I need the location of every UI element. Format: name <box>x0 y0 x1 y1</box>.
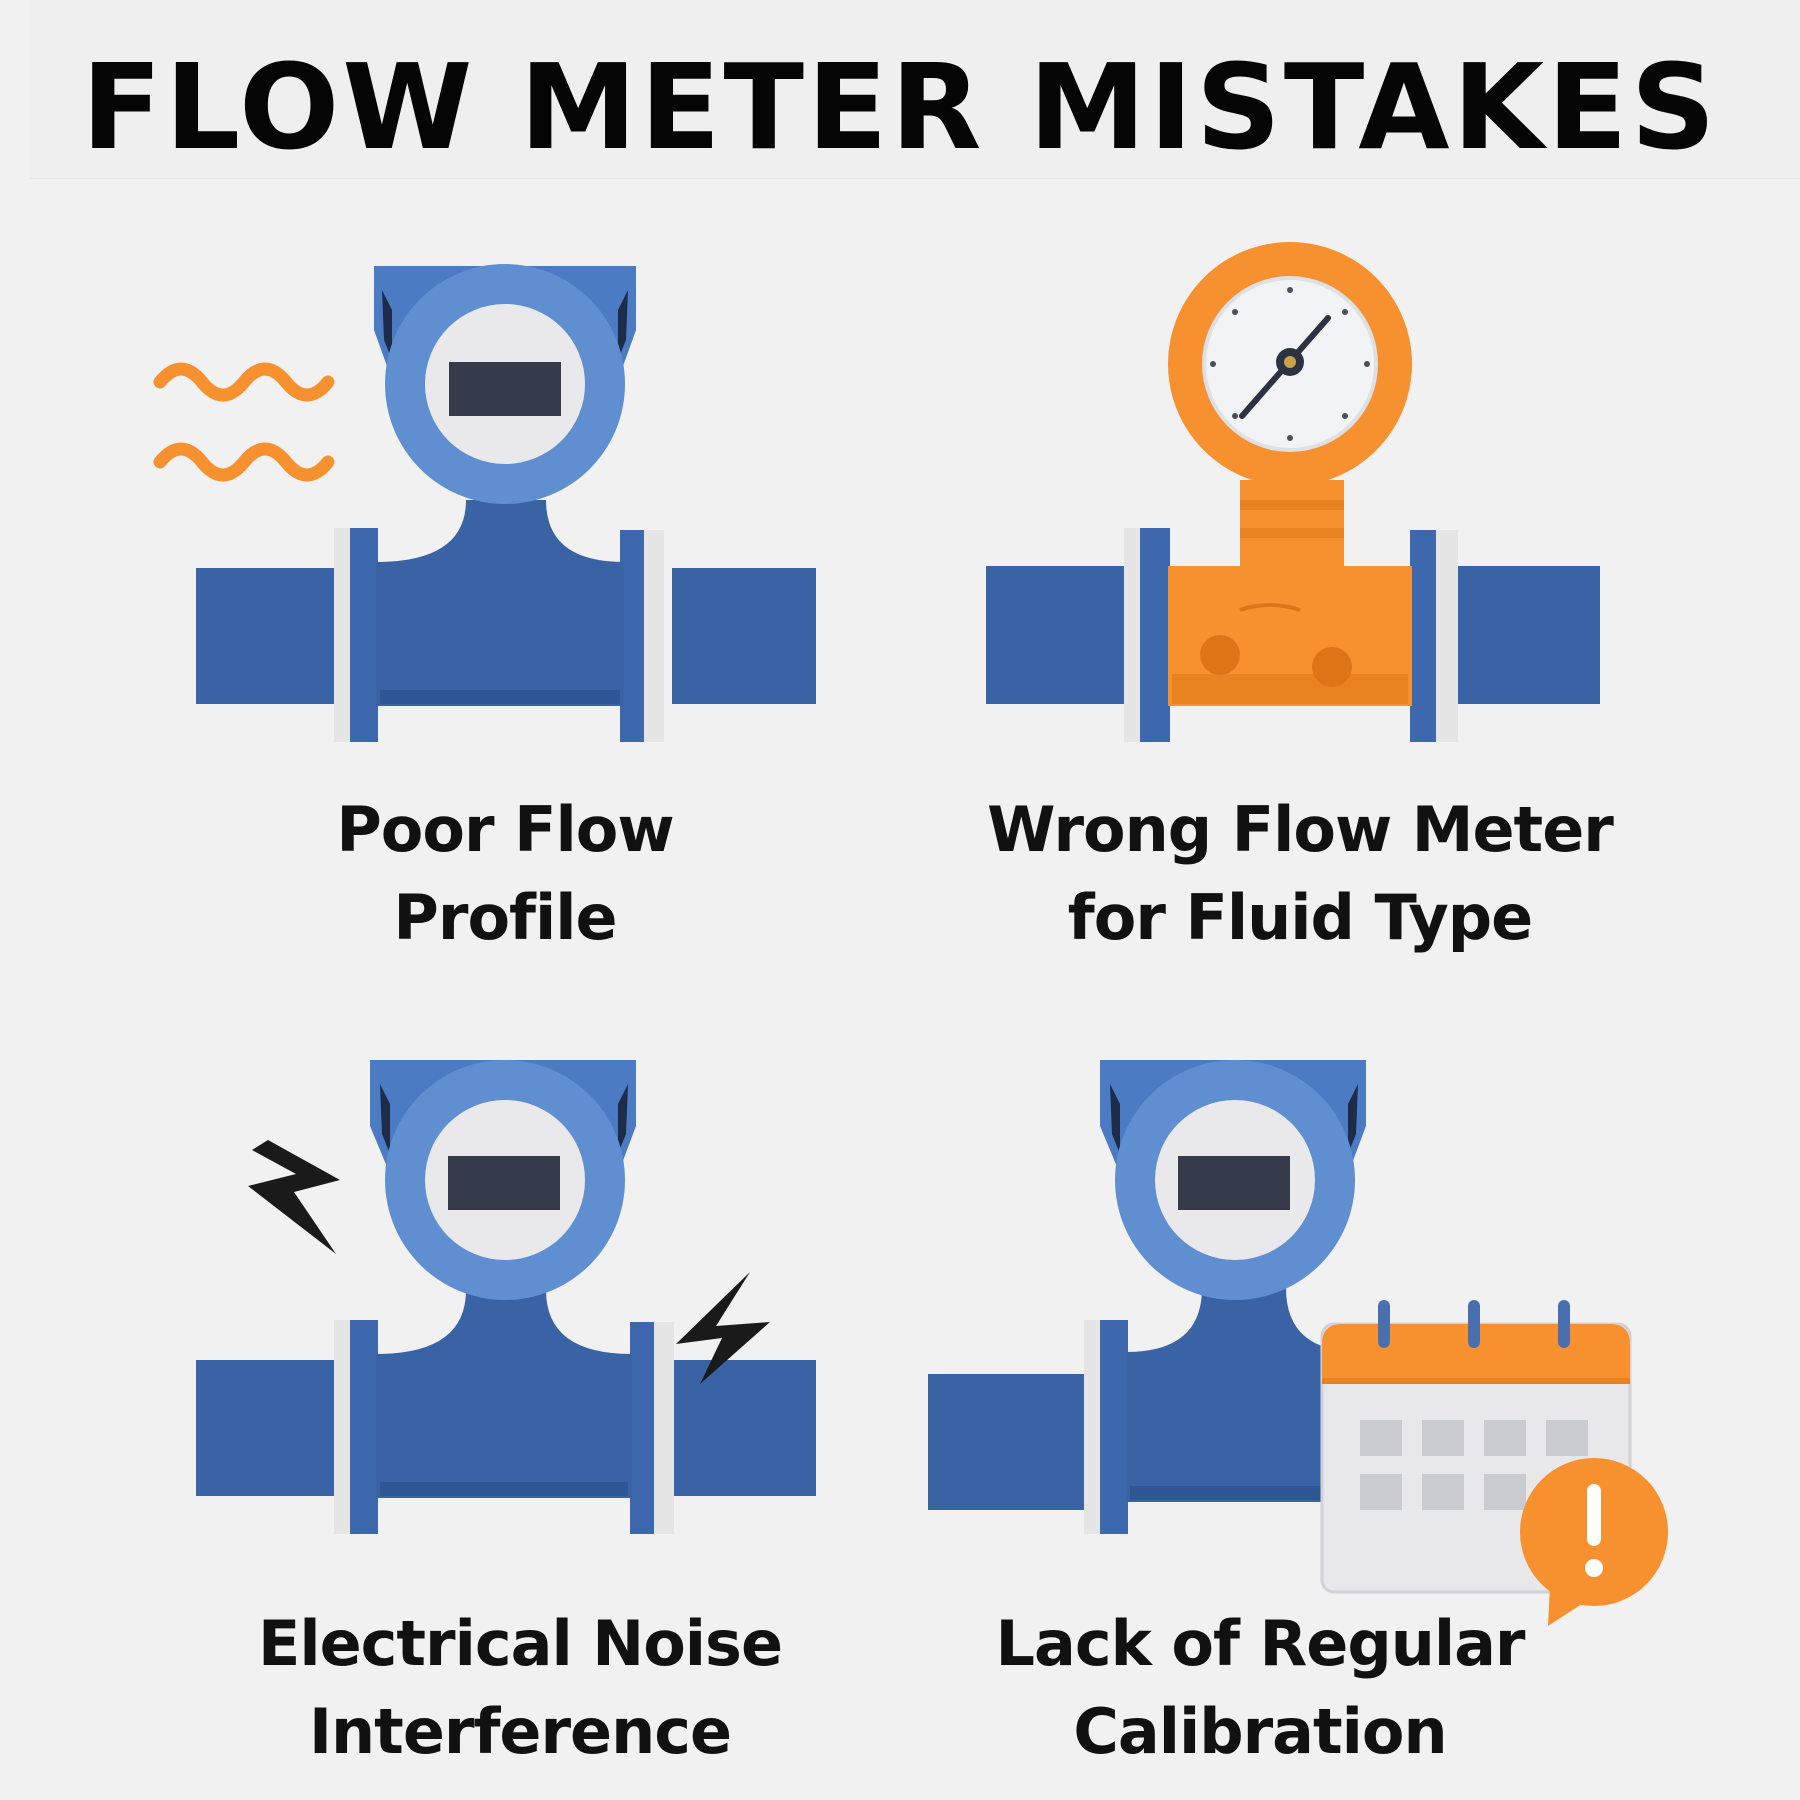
caption-line-2: Profile <box>393 881 617 954</box>
title-band <box>30 0 1800 179</box>
caption-poor-flow-profile: Poor Flow Profile <box>155 786 855 962</box>
flow-meter-icon <box>928 1060 1386 1534</box>
poor-flow-illustration <box>153 264 816 742</box>
alert-icon <box>1520 1458 1668 1626</box>
flow-meter-icon <box>196 1060 816 1534</box>
wavy-flow-icon <box>153 362 335 482</box>
panel-poor-flow-profile: Poor Flow Profile <box>0 0 900 960</box>
flow-meter-icon <box>196 264 816 742</box>
calendar-icon <box>1320 1300 1632 1594</box>
lightning-bolt-icon <box>248 1140 770 1384</box>
caption-line-2: Interference <box>308 1695 732 1768</box>
pressure-gauge-meter-icon <box>986 242 1600 742</box>
calibration-illustration <box>928 1060 1668 1626</box>
caption-line-2: for Fluid Type <box>1067 881 1533 954</box>
caption-line-1: Electrical Noise <box>258 1607 783 1680</box>
caption-line-1: Poor Flow <box>336 793 674 866</box>
caption-line-1: Lack of Regular <box>995 1607 1525 1680</box>
caption-lack-of-calibration: Lack of Regular Calibration <box>910 1600 1610 1776</box>
caption-line-1: Wrong Flow Meter <box>987 793 1614 866</box>
wrong-meter-illustration <box>986 242 1600 742</box>
page-title: FLOW METER MISTAKES <box>81 38 1719 176</box>
caption-wrong-flow-meter: Wrong Flow Meter for Fluid Type <box>920 786 1680 962</box>
panel-lack-of-calibration: Lack of Regular Calibration <box>900 960 1800 1800</box>
caption-line-2: Calibration <box>1073 1695 1447 1768</box>
caption-electrical-noise: Electrical Noise Interference <box>170 1600 870 1776</box>
electrical-noise-illustration <box>196 1060 816 1534</box>
panel-wrong-flow-meter: Wrong Flow Meter for Fluid Type <box>900 0 1800 960</box>
panel-electrical-noise: Electrical Noise Interference <box>0 960 900 1800</box>
